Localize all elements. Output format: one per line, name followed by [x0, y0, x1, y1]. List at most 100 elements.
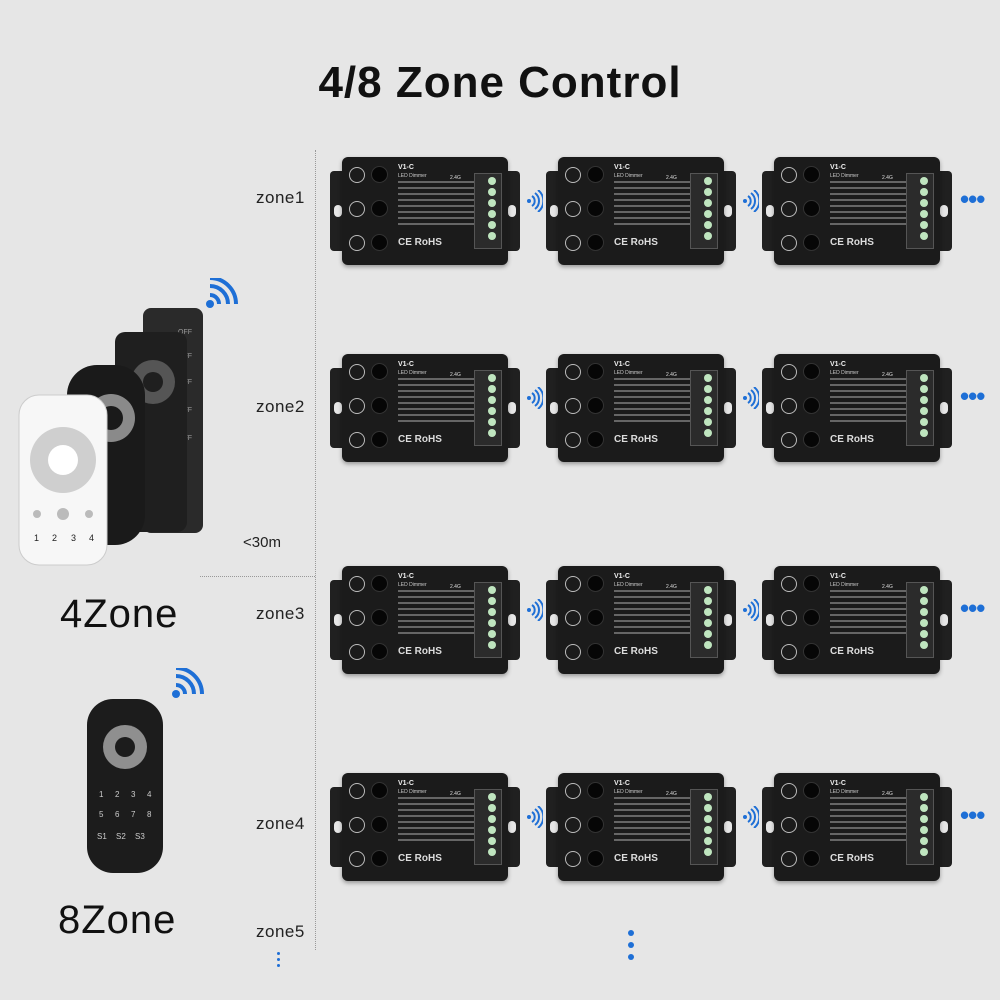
power-icon [349, 610, 365, 626]
brightness-icon [781, 235, 797, 251]
brightness-icon [349, 364, 365, 380]
device-name: LED Dimmer [614, 582, 643, 588]
remote4-key-4: 4 [89, 533, 94, 543]
remote8-key-s1: S1 [97, 832, 107, 841]
zone-label-2: zone2 [256, 397, 305, 416]
remote8-key-2: 2 [115, 790, 120, 799]
brightness-icon [565, 576, 581, 592]
device-certifications: CE RoHS [830, 646, 874, 657]
device-name: LED Dimmer [830, 173, 859, 179]
remote-8zone: 1 2 3 4 5 6 7 8 S1 S2 S3 [87, 699, 163, 873]
zone-label-1: zone1 [256, 188, 305, 207]
terminal-block [690, 370, 718, 446]
device-frequency: 2.4G [450, 791, 461, 797]
signal-wave-icon [527, 190, 543, 212]
terminal-block [690, 789, 718, 865]
device-frequency: 2.4G [882, 584, 893, 590]
brightness-icon [781, 364, 797, 380]
terminal-block [690, 582, 718, 658]
brightness-icon [349, 644, 365, 660]
remote8-key-8: 8 [147, 810, 152, 819]
power-icon [349, 817, 365, 833]
device-frequency: 2.4G [666, 175, 677, 181]
power-icon [781, 610, 797, 626]
device-frequency: 2.4G [882, 372, 893, 378]
remote-8zone-label: 8Zone [58, 898, 177, 942]
terminal-block [474, 582, 502, 658]
device-model: V1-C [614, 780, 630, 787]
brightness-icon [565, 432, 581, 448]
brightness-icon [781, 783, 797, 799]
device-name: LED Dimmer [830, 370, 859, 376]
more-devices-indicator: ••• [960, 593, 985, 623]
brightness-icon [781, 167, 797, 183]
brightness-icon [565, 851, 581, 867]
remote8-key-s3: S3 [135, 832, 145, 841]
device-model: V1-C [614, 164, 630, 171]
device-name: LED Dimmer [398, 173, 427, 179]
device-name: LED Dimmer [830, 582, 859, 588]
brightness-icon [565, 167, 581, 183]
signal-wave-icon [527, 599, 543, 621]
device-model: V1-C [614, 573, 630, 580]
device-name: LED Dimmer [614, 173, 643, 179]
terminal-block [906, 173, 934, 249]
remote8-key-4: 4 [147, 790, 152, 799]
brightness-icon [565, 644, 581, 660]
more-devices-indicator: ••• [960, 800, 985, 830]
device-name: LED Dimmer [398, 789, 427, 795]
device-model: V1-C [398, 361, 414, 368]
brightness-icon [565, 364, 581, 380]
more-devices-indicator: ••• [960, 381, 985, 411]
brightness-icon [781, 576, 797, 592]
device-certifications: CE RoHS [614, 646, 658, 657]
brightness-icon [781, 851, 797, 867]
power-icon [781, 817, 797, 833]
remote8-key-1: 1 [99, 790, 104, 799]
remote4-key-2: 2 [52, 533, 57, 543]
device-certifications: CE RoHS [830, 237, 874, 248]
signal-wave-icon [743, 387, 759, 409]
device-frequency: 2.4G [450, 372, 461, 378]
device-certifications: CE RoHS [830, 434, 874, 445]
brightness-icon [349, 432, 365, 448]
more-zones-indicator [628, 930, 634, 966]
power-icon [565, 398, 581, 414]
led-dimmer-controller: V1-C LED Dimmer 2.4G CE RoHS [546, 566, 736, 674]
device-certifications: CE RoHS [398, 853, 442, 864]
device-name: LED Dimmer [614, 370, 643, 376]
wireless-icon-8zone [172, 668, 204, 698]
terminal-block [474, 370, 502, 446]
device-model: V1-C [830, 573, 846, 580]
device-frequency: 2.4G [666, 584, 677, 590]
terminal-block [906, 789, 934, 865]
remote8-key-s2: S2 [116, 832, 126, 841]
device-model: V1-C [830, 361, 846, 368]
brightness-icon [349, 783, 365, 799]
brightness-icon [565, 235, 581, 251]
wireless-icon-4zone [206, 278, 238, 308]
device-certifications: CE RoHS [398, 434, 442, 445]
remote-4zone-label: 4Zone [60, 592, 179, 636]
remote8-key-5: 5 [99, 810, 104, 819]
power-icon [781, 201, 797, 217]
remote4-key-3: 3 [71, 533, 76, 543]
device-model: V1-C [614, 361, 630, 368]
device-frequency: 2.4G [450, 175, 461, 181]
vertical-divider [315, 150, 316, 950]
device-name: LED Dimmer [830, 789, 859, 795]
led-dimmer-controller: V1-C LED Dimmer 2.4G CE RoHS [762, 354, 952, 462]
signal-wave-icon [743, 806, 759, 828]
terminal-block [906, 582, 934, 658]
device-certifications: CE RoHS [614, 237, 658, 248]
more-devices-indicator: ••• [960, 184, 985, 214]
terminal-block [690, 173, 718, 249]
page-title: 4/8 Zone Control [318, 58, 682, 107]
led-dimmer-controller: V1-C LED Dimmer 2.4G CE RoHS [762, 566, 952, 674]
device-frequency: 2.4G [666, 791, 677, 797]
